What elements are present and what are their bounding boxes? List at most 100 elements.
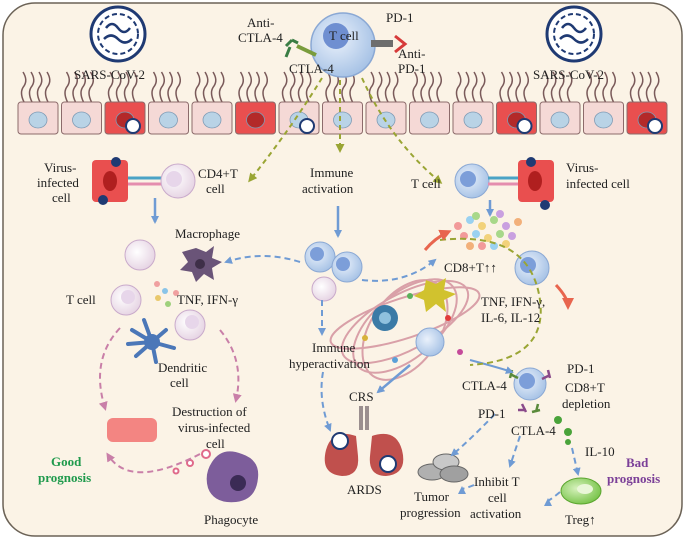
label-tnf-ifn-left: TNF, IFN-γ xyxy=(177,292,238,307)
label-pd1-low: PD-1 xyxy=(478,406,505,421)
cytokine-dot xyxy=(490,242,498,250)
label-immune-activation-1: Immune xyxy=(310,165,354,180)
label-virus-infected-left-2: infected xyxy=(37,175,79,190)
label-pd1-mid: PD-1 xyxy=(567,361,594,376)
label-il10: IL-10 xyxy=(585,444,615,459)
virus-icon xyxy=(299,118,315,134)
arrow-to-inhibit xyxy=(508,435,521,468)
arrows-layer xyxy=(98,77,581,507)
arrow-red-right xyxy=(554,283,574,310)
cytokine-dot xyxy=(490,216,498,224)
label-dendritic-2: cell xyxy=(170,375,189,390)
epithelial-cell xyxy=(278,71,320,135)
t-cell-checkpoints xyxy=(508,367,572,445)
cd8-t-cell-right xyxy=(514,250,550,286)
label-anti-ctla4-2: CTLA-4 xyxy=(238,30,283,45)
epithelial-cell xyxy=(104,71,146,135)
epithelial-cell xyxy=(496,71,537,135)
arrow-pink-to-destruction xyxy=(98,327,121,411)
cytokine-dot xyxy=(478,222,486,230)
cytokine-dot xyxy=(514,218,522,226)
label-cd8-depletion-2: depletion xyxy=(562,396,611,411)
label-virus-infected-left-1: Virus- xyxy=(44,160,76,175)
label-cd8-depletion-1: CD8+T xyxy=(565,380,605,395)
arrow-to-cd8 xyxy=(361,258,437,282)
label-destruction-1: Destruction of xyxy=(172,404,247,419)
label-cytokines-1: TNF, IFN-γ, xyxy=(481,294,545,309)
arrow-red-top xyxy=(423,229,452,251)
cytokine-dot xyxy=(484,234,492,242)
label-virus-infected-right-1: Virus- xyxy=(566,160,598,175)
label-t-cell-left: T cell xyxy=(66,292,96,307)
epithelial-cell xyxy=(148,71,189,135)
label-ctla4-mid: CTLA-4 xyxy=(462,378,507,393)
label-cd4-1: CD4+T xyxy=(198,166,238,181)
epithelial-cell xyxy=(322,71,363,135)
labels-layer: SARS-CoV-2 SARS-CoV-2 Anti- CTLA-4 T cel… xyxy=(37,10,660,527)
epithelial-cell xyxy=(17,71,59,135)
label-crs: CRS xyxy=(349,389,374,404)
cytokine-dot xyxy=(496,210,504,218)
phagocyte-icon xyxy=(172,449,259,503)
label-virus-right: SARS-CoV-2 xyxy=(533,67,604,82)
virus-icon-left xyxy=(89,5,147,63)
label-anti-pd1-2: PD-1 xyxy=(398,61,425,76)
label-hyperactivation-1: Immune xyxy=(312,340,356,355)
label-cd4-2: cell xyxy=(206,181,225,196)
epithelial-cell xyxy=(626,71,668,135)
label-ctla4-top: CTLA-4 xyxy=(289,61,334,76)
label-t-cell-right: T cell xyxy=(411,176,441,191)
arrow-to-tumor xyxy=(450,413,496,457)
label-destruction-3: cell xyxy=(206,436,225,451)
epithelium-layer xyxy=(17,71,668,135)
label-tumor-1: Tumor xyxy=(414,489,450,504)
virus-icon xyxy=(647,118,663,134)
arrow-to-lungs xyxy=(320,371,332,432)
tumor-icon xyxy=(417,453,469,483)
cytokine-storm-coil xyxy=(329,278,481,381)
label-good-prognosis-1: Good xyxy=(51,454,82,469)
label-virus-infected-left-3: cell xyxy=(52,190,71,205)
left-immune-cluster xyxy=(110,239,222,364)
label-dendritic-1: Dendritic xyxy=(158,360,207,375)
label-anti-ctla4-1: Anti- xyxy=(247,15,274,30)
epithelial-cell xyxy=(539,71,581,135)
label-good-prognosis-2: prognosis xyxy=(38,470,91,485)
cytokine-dot xyxy=(472,212,480,220)
label-inhibit-1: Inhibit T xyxy=(474,474,520,489)
arrow-treg-to-inhibit xyxy=(544,491,561,507)
epithelial-cell xyxy=(235,71,276,135)
label-cytokines-2: IL-6, IL-12 xyxy=(481,310,540,325)
label-inhibit-3: activation xyxy=(470,506,522,521)
label-t-cell-top: T cell xyxy=(329,28,359,43)
label-bad-prognosis-1: Bad xyxy=(626,455,649,470)
label-hyperactivation-2: hyperactivation xyxy=(289,356,370,371)
arrow-il10-to-treg xyxy=(571,447,581,476)
destroyed-cell xyxy=(107,418,157,442)
epithelial-cell xyxy=(583,71,624,135)
arrow-activation-left xyxy=(248,77,323,183)
cytokine-dot xyxy=(496,230,504,238)
epithelial-cell xyxy=(191,71,233,135)
lungs-ards-icon xyxy=(324,406,404,476)
cytokine-dot xyxy=(466,216,474,224)
label-cd8-up: CD8+T↑↑ xyxy=(444,260,497,275)
loop-dashed-olive xyxy=(439,237,542,366)
virus-icon xyxy=(125,118,141,134)
arrow-pink-phagocyte-loop xyxy=(106,452,201,474)
immune-cells-center xyxy=(304,241,363,302)
epithelial-cell xyxy=(61,71,102,135)
label-pd1-top: PD-1 xyxy=(386,10,413,25)
epithelial-cell xyxy=(452,71,494,135)
treg-cell-icon xyxy=(560,477,602,505)
label-treg: Treg↑ xyxy=(565,512,596,527)
label-phagocyte: Phagocyte xyxy=(204,512,258,527)
arrow-inhibit-to-tumor xyxy=(458,484,475,495)
arrow-activation-right xyxy=(361,77,443,184)
cytokine-dot xyxy=(508,232,516,240)
label-immune-activation-2: activation xyxy=(302,181,354,196)
cytokine-dot xyxy=(472,230,480,238)
label-macrophage: Macrophage xyxy=(175,226,240,241)
